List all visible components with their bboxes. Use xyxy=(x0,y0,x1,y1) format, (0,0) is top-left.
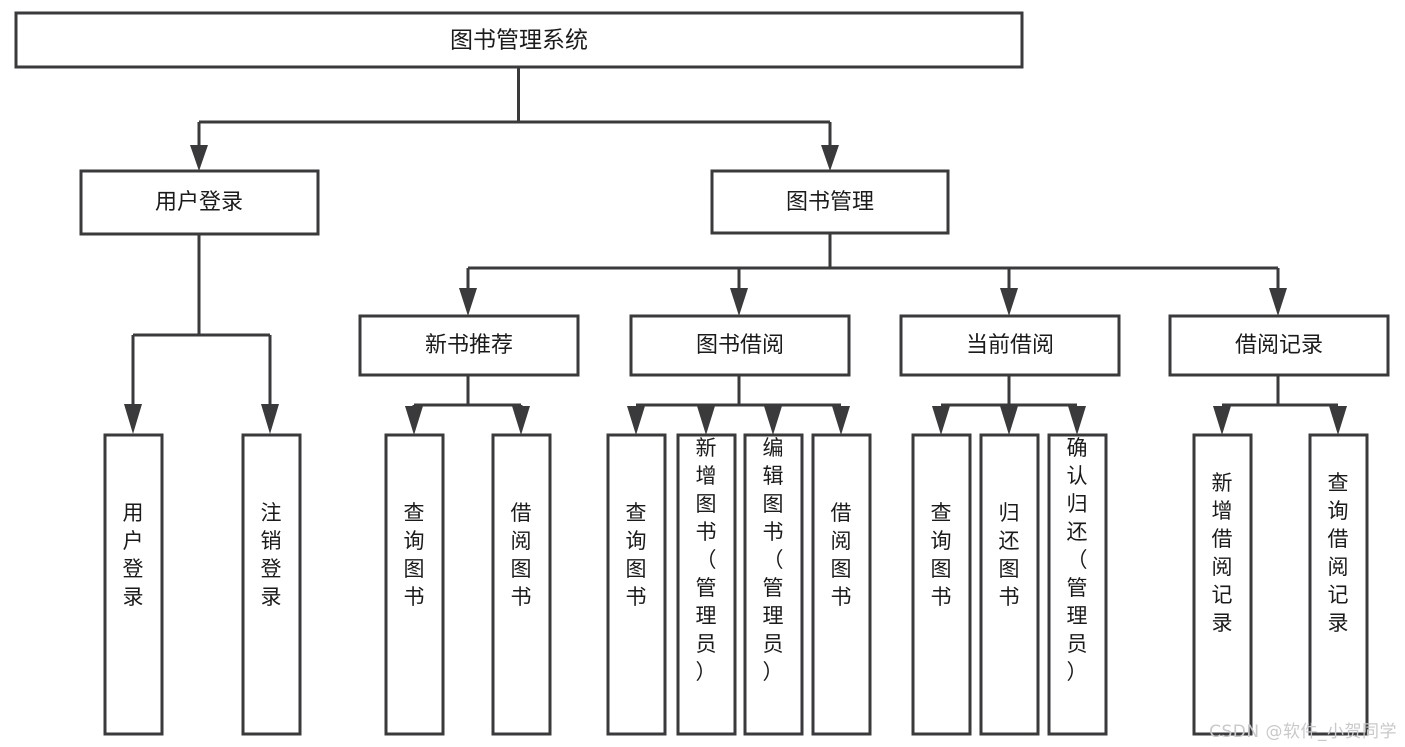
leaf-record-add-record-label: 新增借阅记录 xyxy=(1212,471,1233,635)
leaf-user-login-label: 用户登录 xyxy=(123,501,144,609)
leaf-current-query-book-box[interactable] xyxy=(911,433,972,736)
leaf-record-query-record-label: 查询借阅记录 xyxy=(1328,471,1349,635)
leaf-borrow-add-book-admin[interactable]: 新增图书（管理员） xyxy=(676,433,737,736)
arrow-to-leaf-record-2 xyxy=(1329,406,1347,435)
leaf-current-query-book-label: 查询图书 xyxy=(931,501,952,609)
leaf-user-login-box[interactable] xyxy=(103,433,164,736)
arrow-to-leaf-current-2 xyxy=(1000,406,1018,435)
arrow-to-leaf-borrow-2 xyxy=(697,406,715,435)
leaf-logout-box[interactable] xyxy=(241,433,302,736)
leaf-record-add-record-box[interactable] xyxy=(1192,433,1253,736)
leaf-logout[interactable]: 注销登录 xyxy=(241,433,302,736)
leaf-current-return-book-box[interactable] xyxy=(979,433,1040,736)
node-user-login-label: 用户登录 xyxy=(155,190,243,215)
leaf-newbook-borrow-book[interactable]: 借阅图书 xyxy=(491,433,552,736)
arrow-to-new-book xyxy=(459,288,477,316)
node-current-borrow-label: 当前借阅 xyxy=(966,333,1054,358)
node-user-login-box[interactable] xyxy=(79,169,320,236)
node-root-box[interactable] xyxy=(14,11,1024,69)
arrow-to-leaf-borrow-4 xyxy=(832,406,850,435)
connectors-current xyxy=(932,375,1086,435)
arrow-to-leaf-logout xyxy=(261,404,279,434)
node-new-book-recommend-box[interactable] xyxy=(358,314,580,377)
arrow-to-book-mgmt xyxy=(821,145,839,171)
leaf-newbook-borrow-book-box[interactable] xyxy=(491,433,552,736)
connectors-root xyxy=(190,67,839,171)
node-book-borrow-box[interactable] xyxy=(629,314,851,377)
node-new-book-recommend[interactable]: 新书推荐 xyxy=(358,314,580,377)
leaf-newbook-borrow-book-label: 借阅图书 xyxy=(511,501,532,609)
arrow-to-leaf-current-1 xyxy=(932,406,950,435)
leaf-current-return-book-label: 归还图书 xyxy=(999,501,1020,609)
node-root-label: 图书管理系统 xyxy=(450,28,588,54)
node-book-management-label: 图书管理 xyxy=(786,190,874,215)
leaf-record-query-record-box[interactable] xyxy=(1308,433,1369,736)
leaf-borrow-add-book-admin-label: 新增图书（管理员） xyxy=(696,436,717,684)
leaf-borrow-add-book-admin-box[interactable] xyxy=(676,433,737,736)
node-borrow-record-box[interactable] xyxy=(1168,314,1390,377)
leaf-record-add-record[interactable]: 新增借阅记录 xyxy=(1192,433,1253,736)
leaf-borrow-borrow-book[interactable]: 借阅图书 xyxy=(811,433,872,736)
leaf-current-confirm-return-admin-box[interactable] xyxy=(1047,433,1108,736)
node-user-login[interactable]: 用户登录 xyxy=(79,169,320,236)
node-borrow-record-label: 借阅记录 xyxy=(1235,333,1323,358)
arrow-to-borrow xyxy=(730,288,748,316)
leaf-newbook-query-book-label: 查询图书 xyxy=(404,501,425,609)
node-book-borrow[interactable]: 图书借阅 xyxy=(629,314,851,377)
leaf-current-return-book[interactable]: 归还图书 xyxy=(979,433,1040,736)
leaf-newbook-query-book-box[interactable] xyxy=(384,433,445,736)
arrow-to-leaf-newbook-2 xyxy=(512,406,530,435)
leaf-current-query-book[interactable]: 查询图书 xyxy=(911,433,972,736)
node-book-management[interactable]: 图书管理 xyxy=(710,169,950,235)
leaf-borrow-query-book-label: 查询图书 xyxy=(626,501,647,609)
leaf-borrow-query-book[interactable]: 查询图书 xyxy=(606,433,667,736)
leaf-newbook-query-book[interactable]: 查询图书 xyxy=(384,433,445,736)
connectors-user-login xyxy=(124,234,279,434)
leaf-borrow-query-book-box[interactable] xyxy=(606,433,667,736)
leaf-borrow-edit-book-admin[interactable]: 编辑图书（管理员） xyxy=(743,433,804,736)
leaf-borrow-edit-book-admin-label: 编辑图书（管理员） xyxy=(763,436,784,684)
leaf-record-query-record[interactable]: 查询借阅记录 xyxy=(1308,433,1369,736)
leaf-user-login[interactable]: 用户登录 xyxy=(103,433,164,736)
arrow-to-leaf-newbook-1 xyxy=(405,406,423,435)
arrow-to-user-login xyxy=(190,145,208,171)
connectors-new-book xyxy=(405,375,530,435)
arrow-to-leaf-user-login xyxy=(124,404,142,434)
leaf-borrow-borrow-book-label: 借阅图书 xyxy=(831,501,852,609)
leaf-current-confirm-return-admin[interactable]: 确认归还（管理员） xyxy=(1047,433,1108,736)
connectors-record xyxy=(1213,375,1347,435)
node-current-borrow[interactable]: 当前借阅 xyxy=(899,314,1121,377)
arrow-to-record xyxy=(1269,288,1287,316)
node-borrow-record[interactable]: 借阅记录 xyxy=(1168,314,1390,377)
leaf-current-confirm-return-admin-label: 确认归还（管理员） xyxy=(1067,436,1088,684)
node-book-borrow-label: 图书借阅 xyxy=(696,333,784,358)
connectors-book-mgmt xyxy=(459,233,1287,316)
leaf-logout-label: 注销登录 xyxy=(261,501,282,609)
connectors-borrow xyxy=(627,375,850,435)
node-root[interactable]: 图书管理系统 xyxy=(14,11,1024,69)
node-new-book-recommend-label: 新书推荐 xyxy=(425,333,513,358)
node-current-borrow-box[interactable] xyxy=(899,314,1121,377)
arrow-to-leaf-current-3 xyxy=(1068,406,1086,435)
node-book-management-box[interactable] xyxy=(710,169,950,235)
leaf-borrow-borrow-book-box[interactable] xyxy=(811,433,872,736)
arrow-to-leaf-record-1 xyxy=(1213,406,1231,435)
arrow-to-leaf-borrow-1 xyxy=(627,406,645,435)
arrow-to-current xyxy=(1000,288,1018,316)
leaf-borrow-edit-book-admin-box[interactable] xyxy=(743,433,804,736)
arrow-to-leaf-borrow-3 xyxy=(764,406,782,435)
